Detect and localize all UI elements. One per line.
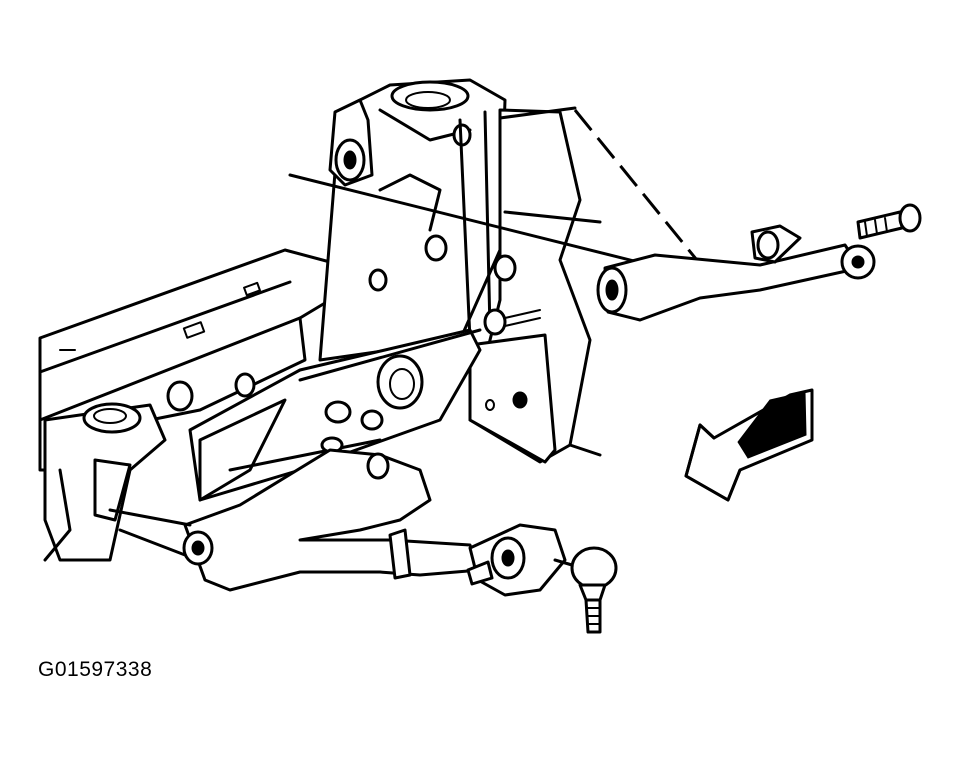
crossmember [188,328,482,502]
lower-control-arm [108,448,482,592]
figure-caption-id: G01597338 [38,658,153,681]
upper-arm-bolt [840,203,922,280]
view-direction-arrow-icon [684,388,814,502]
tower-bolt [483,254,541,336]
upper-control-arm [596,224,862,322]
mounting-bracket [468,108,602,464]
ball-joint [466,523,618,634]
alignment-lines [288,106,707,277]
spring-tower [318,78,507,362]
frame-rail [38,248,332,562]
